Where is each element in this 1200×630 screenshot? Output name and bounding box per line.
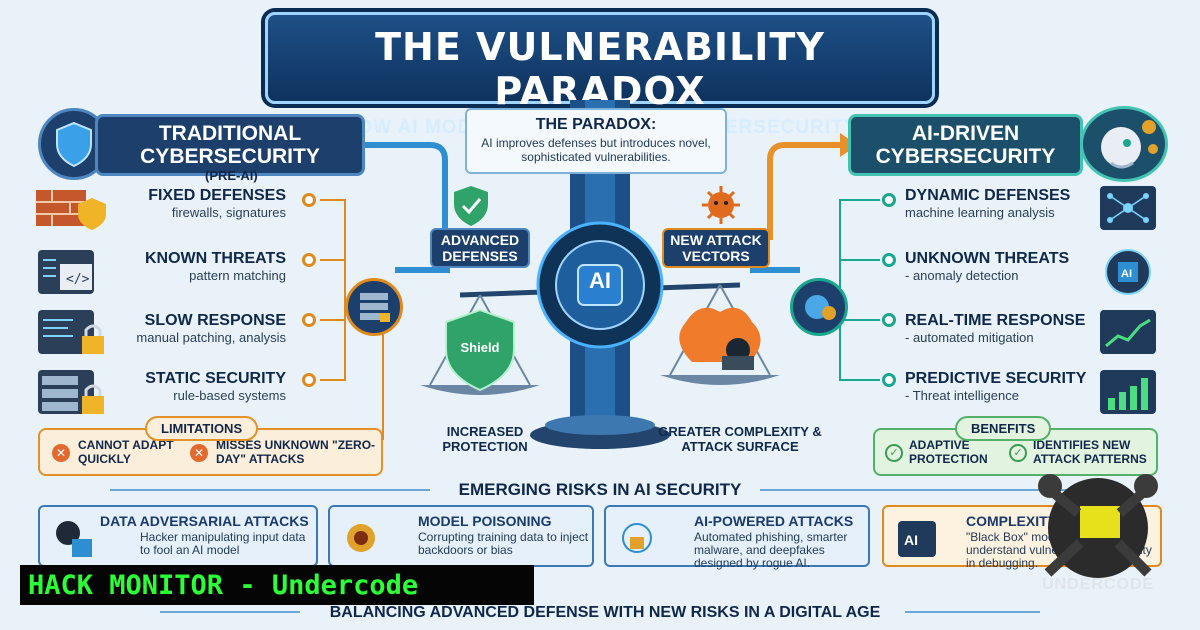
risk-title: COMPLEXITY (966, 513, 1058, 529)
brain-gear-icon (790, 278, 848, 336)
item-title: STATIC SECURITY (145, 370, 286, 387)
limitations-box: ✕ CANNOT ADAPT QUICKLY ✕ MISSES UNKNOWN … (38, 428, 383, 476)
pre-ai-label: (PRE-AI) (205, 168, 258, 183)
brick-wall-icon (36, 184, 108, 239)
emerging-risks-heading: EMERGING RISKS IN AI SECURITY (458, 480, 742, 499)
item-title: UNKNOWN THREATS (905, 250, 1070, 267)
ai-chip-icon: AI (1100, 246, 1156, 298)
risk-title: MODEL POISONING (418, 513, 552, 529)
item-sub: firewalls, signatures (171, 205, 286, 220)
risk-text: Hacker manipulating input data to fool a… (140, 530, 306, 557)
item-title: PREDICTIVE SECURITY (905, 370, 1087, 387)
paradox-box: THE PARADOX: AI improves defenses but in… (465, 108, 727, 174)
connector-dot (882, 193, 896, 207)
shield-label: Shield (460, 340, 500, 355)
undercode-logo: UNDERCODE (1028, 458, 1168, 608)
lock-screen-icon (38, 310, 104, 354)
item-title: SLOW RESPONSE (144, 312, 286, 329)
item-sub: pattern matching (189, 268, 286, 283)
connector-dot (882, 253, 896, 267)
undercode-logo-text: UNDERCODE (1042, 576, 1155, 593)
advanced-defenses-label: ADVANCED DEFENSES (430, 228, 530, 268)
item-title: REAL-TIME RESPONSE (905, 312, 1086, 329)
item-sub: - anomaly detection (905, 268, 1019, 283)
risk-text: Corrupting training data to inject backd… (418, 530, 589, 557)
benefits-label: BENEFITS (955, 416, 1052, 441)
virus-icon (698, 182, 744, 228)
paradox-text: AI improves defenses but introduces nove… (481, 136, 711, 164)
connector-dot (302, 373, 316, 387)
traditional-heading: TRADITIONAL CYBERSECURITY (95, 114, 365, 176)
network-graph-icon (1100, 186, 1156, 230)
connector-dot (302, 193, 316, 207)
item-sub: machine learning analysis (905, 205, 1055, 220)
greater-complexity-label: GREATER COMPLEXITY & ATTACK SURFACE (658, 424, 822, 454)
robot-head-icon (1080, 106, 1168, 182)
item-sub: manual patching, analysis (136, 330, 286, 345)
code-window-icon: </> (38, 250, 94, 294)
limitation-a: CANNOT ADAPT QUICKLY (78, 438, 174, 466)
connector-dot (302, 253, 316, 267)
hack-monitor-banner: HACK MONITOR - Undercode (20, 565, 534, 605)
risk-text: Automated phishing, smarter malware, and… (694, 530, 848, 570)
connector-dot (882, 373, 896, 387)
ai-driven-heading: AI-DRIVEN CYBERSECURITY (848, 114, 1083, 176)
hacker-icon (56, 521, 92, 557)
svg-text:AI: AI (904, 532, 918, 548)
paradox-title: THE PARADOX: (535, 116, 657, 133)
item-sub: - Threat intelligence (905, 388, 1019, 403)
item-sub: rule-based systems (173, 388, 286, 403)
server-hub-icon (345, 278, 403, 336)
benefits-box: ✓ ADAPTIVE PROTECTION ✓ IDENTIFIES NEW A… (873, 428, 1158, 476)
ai-core-label: AI (589, 268, 611, 293)
item-title: FIXED DEFENSES (148, 187, 286, 204)
svg-text:AI: AI (1121, 268, 1132, 280)
title-banner: THE VULNERABILITY PARADOX HOW AI MODELS … (265, 12, 935, 138)
page-title: THE VULNERABILITY PARADOX (375, 25, 825, 113)
item-sub: - automated mitigation (905, 330, 1034, 345)
item-title: KNOWN THREATS (144, 250, 286, 267)
footer-tagline: BALANCING ADVANCED DEFENSE WITH NEW RISK… (329, 604, 881, 621)
increased-protection-label: INCREASED PROTECTION (442, 424, 528, 454)
risk-title: DATA ADVERSARIAL ATTACKS (100, 513, 309, 529)
hack-monitor-text: HACK MONITOR - Undercode (28, 569, 419, 601)
check-icon: ✓ (885, 444, 903, 462)
risk-card: MODEL POISONING Corrupting training data… (328, 505, 594, 567)
limitations-label: LIMITATIONS (145, 416, 259, 441)
benefit-a: ADAPTIVE PROTECTION (909, 438, 988, 466)
risk-title: AI-POWERED ATTACKS (694, 513, 854, 529)
green-shield-icon (448, 182, 494, 228)
check-icon: ✓ (1009, 444, 1027, 462)
item-title: DYNAMIC DEFENSES (905, 187, 1071, 204)
connector-dot (882, 313, 896, 327)
connector-dot (302, 313, 316, 327)
svg-text:</>: </> (66, 272, 90, 287)
lock-network-icon (622, 523, 652, 553)
central-scale (420, 100, 780, 449)
line-chart-icon (1100, 310, 1156, 354)
x-icon: ✕ (52, 444, 70, 462)
limitation-b: MISSES UNKNOWN "ZERO-DAY" ATTACKS (216, 438, 376, 466)
poison-icon (347, 524, 375, 552)
x-icon: ✕ (190, 444, 208, 462)
benefit-b: IDENTIFIES NEW ATTACK PATTERNS (1033, 438, 1147, 466)
server-lock-icon (38, 370, 104, 414)
new-attack-vectors-label: NEW ATTACK VECTORS (662, 228, 770, 268)
bar-chart-icon (1100, 370, 1156, 414)
risk-card: DATA ADVERSARIAL ATTACKS Hacker manipula… (38, 505, 318, 567)
ai-box-icon: AI (898, 521, 936, 557)
risk-card: AI-POWERED ATTACKS Automated phishing, s… (604, 505, 870, 570)
shield-icon (56, 121, 92, 168)
